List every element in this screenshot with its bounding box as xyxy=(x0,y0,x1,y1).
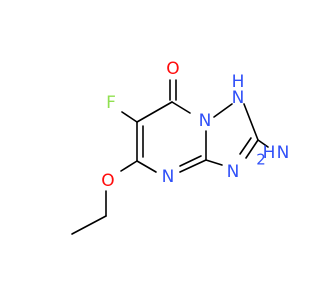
atom-n-bridge: N xyxy=(199,111,212,131)
bond-c2-nh2 xyxy=(257,139,269,148)
bond-n1-c2 xyxy=(243,103,259,141)
atom-amine-n: N xyxy=(277,143,290,163)
bond-c6-f xyxy=(121,111,138,123)
bond-c3a-n3 xyxy=(205,159,223,166)
bond-ch2-ch3 xyxy=(71,215,107,235)
molecule-diagram: O F O N N H N N H N 2 xyxy=(71,59,290,235)
atom-n-pyrimidine: N xyxy=(162,167,175,187)
bond-c5-oether xyxy=(120,160,138,172)
bond-n4-c3a xyxy=(179,159,207,173)
atom-n-triazole: N xyxy=(227,162,240,182)
atom-nh-ring: N xyxy=(232,88,245,108)
bond-c2-n3 xyxy=(245,139,259,159)
atom-nh-ring-h: H xyxy=(232,72,245,92)
bond-n4-c3a-inner xyxy=(179,155,202,167)
bond-c5-n4 xyxy=(136,160,157,173)
atom-amine-h: H xyxy=(263,143,276,163)
atom-oxygen-ether: O xyxy=(101,171,114,191)
atom-fluorine: F xyxy=(106,93,116,113)
bond-c2-n3-inner xyxy=(239,137,252,155)
atom-oxygen-carbonyl: O xyxy=(166,59,179,79)
bond-c7-c6 xyxy=(136,101,173,123)
atom-amine-subscript: 2 xyxy=(256,151,266,169)
bond-nbridge-n1 xyxy=(213,103,233,118)
structure-drawing: O F O N N H N N H N 2 xyxy=(71,59,290,235)
bond-c7-nbridge xyxy=(171,101,191,114)
